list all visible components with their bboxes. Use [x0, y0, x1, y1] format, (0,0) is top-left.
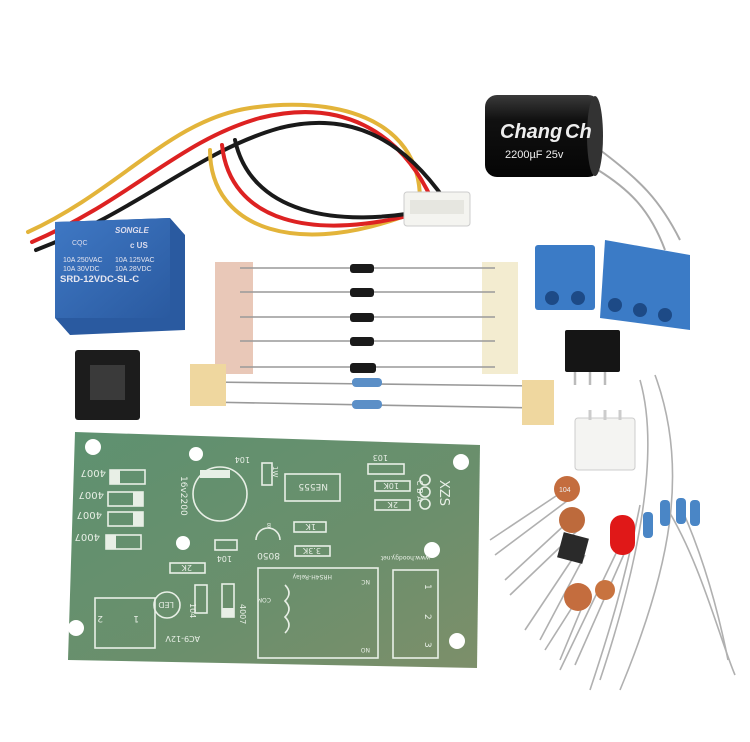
ceramic-capacitor	[564, 583, 592, 611]
pcb-r2k-bottom: 2K	[181, 563, 192, 572]
capacitor-brand: Chang	[500, 121, 562, 143]
pcb-cap-label: 16v2200	[178, 476, 188, 516]
pcb-power-pin2: 2	[97, 613, 103, 623]
ceramic-cap-marking: 104	[559, 487, 571, 494]
resistor	[690, 500, 700, 526]
pcb-diode-label: 4007	[77, 509, 102, 520]
pcb-resistor-1w: 1W	[271, 466, 279, 477]
pcb-power-label: AC9-12V	[165, 634, 200, 643]
transistor	[557, 532, 589, 564]
resistor	[676, 498, 686, 524]
pcb-cap104: 104	[235, 455, 250, 464]
terminal-block-2pin	[535, 245, 595, 310]
pcb-r33k: 3.3K	[302, 546, 321, 555]
diode-tape-strip	[190, 262, 554, 425]
pcb-relay-com: COM	[257, 596, 271, 603]
pcb-transistor-pin: B	[267, 521, 271, 528]
electrolytic-capacitor: Chang Ch 2200µF 25v	[485, 95, 681, 251]
resistor	[352, 378, 382, 387]
relay-cert-left: CQC	[72, 240, 88, 247]
wire-harness	[26, 102, 447, 252]
ic-chip	[565, 330, 620, 385]
pcb-output-pin2: 2	[422, 614, 432, 620]
pcb-diode-label: 4007	[81, 467, 106, 478]
resistor	[352, 400, 382, 409]
red-led	[610, 515, 635, 555]
pcb-relay-footprint	[257, 567, 379, 659]
pcb-capacitor-footprint	[192, 466, 248, 522]
ceramic-capacitor	[559, 507, 585, 533]
pcb-r1k: 1K	[305, 522, 316, 531]
ceramic-capacitor	[595, 580, 615, 600]
pcb-board: 4007 4007 4007 4007 16v2200 104 NE555 1W…	[68, 432, 480, 668]
pin-header-3pin	[574, 410, 636, 471]
pcb-website: www.hoodgy.net	[380, 554, 430, 561]
relay-brand: SONGLE	[115, 226, 149, 235]
pcb-led: LED	[158, 600, 174, 609]
relay-rating-1r: 10A 125VAC	[115, 257, 155, 264]
pcb-output-pin1: 1	[422, 584, 432, 590]
capacitor-brand-repeat: Ch	[565, 121, 592, 143]
pcb-brand: XZS	[436, 480, 451, 506]
pcb-r10k: 10K	[383, 481, 399, 490]
resistor	[643, 512, 653, 538]
relay-rating-1l: 10A 250VAC	[63, 257, 103, 264]
pcb-output-pin3: 3	[422, 642, 432, 648]
pcb-relay-silk: HRS4H-Relay	[292, 573, 332, 580]
pcb-diode-label: 4007	[75, 531, 100, 542]
pcb-power-pin1: 1	[133, 613, 139, 623]
pcb-r2k-top: 2K	[387, 500, 398, 509]
pcb-transistor: 8050	[257, 550, 280, 560]
ceramic-capacitor	[554, 476, 580, 502]
pcb-cap103: 103	[373, 453, 388, 462]
relay-model: SRD-12VDC-SL-C	[60, 274, 139, 285]
loose-components: 104	[489, 374, 736, 691]
relay-rating-2r: 10A 28VDC	[115, 266, 152, 273]
relay-cert-right: c US	[130, 241, 148, 250]
pcb-cap104-bottom: 104	[188, 603, 197, 618]
terminal-block-3pin	[600, 240, 690, 330]
relay-rating-2l: 10A 30VDC	[63, 266, 100, 273]
pcb-relay-nc: NC	[361, 578, 370, 585]
pcb-cap104-mid: 104	[217, 554, 232, 563]
resistor	[660, 500, 670, 526]
pcb-diode-footprints	[105, 469, 146, 550]
pcb-diode-bottom: 4007	[238, 604, 247, 624]
pcb-ic-label: NE555	[298, 481, 328, 491]
capacitor-rating: 2200µF 25v	[505, 149, 564, 161]
ic-socket	[75, 350, 140, 420]
pcb-diode-label: 4007	[79, 489, 104, 500]
relay: SONGLE CQC c US 10A 250VAC 10A 125VAC 10…	[55, 218, 185, 335]
pcb-relay-no: NO	[361, 646, 370, 653]
wire-connector	[403, 191, 471, 227]
